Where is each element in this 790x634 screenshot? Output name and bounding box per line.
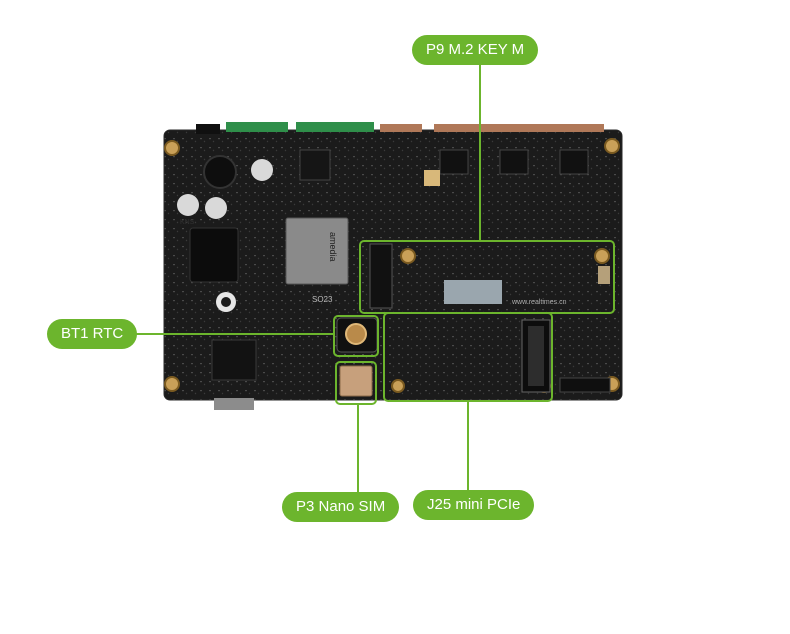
rtc-battery <box>345 323 367 345</box>
rtc-highlight-box <box>333 315 379 357</box>
soc-chip <box>285 217 349 285</box>
mount-hole <box>164 140 180 156</box>
p9-m2-key-m-label: P9 M.2 KEY M <box>412 35 539 65</box>
mount-hole <box>391 379 405 393</box>
chip <box>211 339 257 381</box>
jack <box>196 124 220 134</box>
chip <box>499 149 529 175</box>
chip <box>299 149 331 181</box>
sim-slot <box>339 365 373 397</box>
m2-slot <box>369 243 393 309</box>
j25-mini-pcie-label: J25 mini PCIe <box>413 490 535 520</box>
mount-hole <box>594 248 610 264</box>
inductor <box>189 227 239 283</box>
capacitor <box>203 155 237 189</box>
chip <box>559 149 589 175</box>
bt1-rtc-label: BT1 RTC <box>47 319 138 349</box>
m2-pads <box>444 280 502 304</box>
copper-connector-2 <box>434 124 604 132</box>
green-terminal-block-2 <box>296 122 374 132</box>
copper-connector <box>380 124 422 132</box>
capacitor-label: KNS <box>180 219 195 226</box>
silk-label: SO23 <box>312 295 333 304</box>
header <box>559 377 611 393</box>
p3-nano-sim-label: P3 Nano SIM <box>282 492 400 522</box>
board-logo-inner <box>221 297 231 307</box>
chip <box>439 149 469 175</box>
circuit-board: KNS amedia SO23 www.realtimes.cn <box>163 122 623 410</box>
green-terminal-block <box>226 122 288 132</box>
usb-port <box>214 398 254 410</box>
mount-hole <box>164 376 180 392</box>
m2-standoff <box>598 266 610 284</box>
mount-hole <box>604 138 620 154</box>
soc-brand: amedia <box>328 232 338 262</box>
sim-highlight-box <box>335 361 377 405</box>
capacitor <box>205 197 227 219</box>
chip <box>424 170 440 186</box>
minipcie-pins <box>528 326 544 386</box>
callout-markers <box>132 64 615 492</box>
capacitor <box>251 159 273 181</box>
capacitor <box>177 194 199 216</box>
silk-url: www.realtimes.cn <box>511 299 567 306</box>
mount-hole <box>400 248 416 264</box>
